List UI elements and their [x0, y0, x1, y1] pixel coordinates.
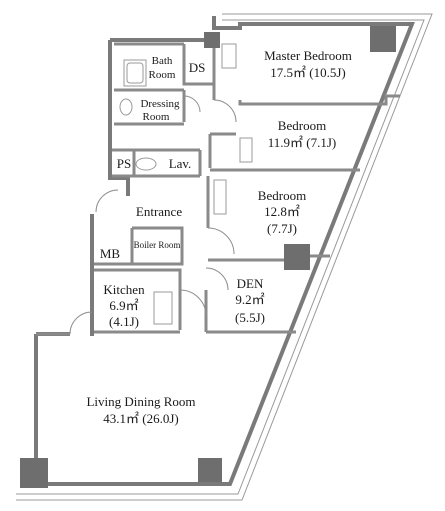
- bedroom2-tatami: (7.7J): [267, 221, 297, 236]
- boiler-label: Boiler Room: [134, 240, 181, 250]
- closets: [213, 43, 253, 215]
- room-bedroom-2: Bedroom 12.8㎡ (7.7J): [258, 188, 306, 236]
- dressing-label-1: Dressing: [140, 98, 180, 110]
- bedroom1-area: 11.9㎡ (7.1J): [268, 135, 337, 150]
- kitchen-area: 6.9㎡: [109, 298, 138, 313]
- room-kitchen: Kitchen 6.9㎡ (4.1J): [103, 282, 145, 329]
- sink-fixture: [119, 98, 157, 171]
- bathtub-fixture: [123, 59, 147, 87]
- room-ps: PS: [117, 156, 131, 171]
- mb-label: MB: [100, 246, 121, 261]
- den-tatami: (5.5J): [235, 310, 265, 325]
- kitchen-tatami: (4.1J): [109, 314, 139, 329]
- interior-walls: [36, 42, 400, 336]
- balcony-outline: [16, 13, 433, 501]
- bath-label-1: Bath: [152, 55, 173, 67]
- living-name: Living Dining Room: [86, 394, 195, 409]
- exterior-walls: [34, 16, 415, 486]
- room-ds: DS: [189, 60, 206, 75]
- room-bath: Bath Room: [149, 55, 176, 81]
- master-bedroom-name: Master Bedroom: [264, 48, 352, 63]
- room-den: DEN 9.2㎡ (5.5J): [235, 276, 265, 325]
- room-mb: MB: [100, 246, 121, 261]
- kitchen-counter: [153, 291, 173, 325]
- room-dressing: Dressing Room: [140, 98, 180, 123]
- master-bedroom-area: 17.5㎡ (10.5J): [270, 65, 345, 80]
- bedroom1-name: Bedroom: [278, 118, 326, 133]
- lav-label: Lav.: [169, 156, 192, 171]
- room-living-dining: Living Dining Room 43.1㎡ (26.0J): [86, 394, 195, 426]
- ps-label: PS: [117, 156, 131, 171]
- den-area: 9.2㎡: [235, 292, 264, 307]
- kitchen-name: Kitchen: [103, 282, 145, 297]
- ds-label: DS: [189, 60, 206, 75]
- door-swings: [69, 95, 237, 335]
- room-boiler: Boiler Room: [134, 240, 181, 250]
- bedroom2-name: Bedroom: [258, 188, 306, 203]
- den-name: DEN: [237, 276, 264, 291]
- room-bedroom-1: Bedroom 11.9㎡ (7.1J): [268, 118, 337, 150]
- entrance-label: Entrance: [136, 204, 182, 219]
- bath-label-2: Room: [149, 69, 176, 81]
- dressing-label-2: Room: [143, 111, 170, 123]
- structural-columns: [20, 26, 396, 488]
- living-area: 43.1㎡ (26.0J): [103, 411, 178, 426]
- room-lav: Lav.: [169, 156, 192, 171]
- bedroom2-area: 12.8㎡: [264, 204, 300, 219]
- room-entrance: Entrance: [136, 204, 182, 219]
- room-master-bedroom: Master Bedroom 17.5㎡ (10.5J): [264, 48, 352, 80]
